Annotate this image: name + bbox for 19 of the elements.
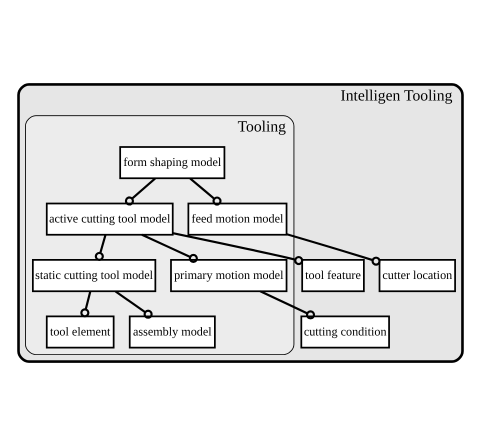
connector xyxy=(94,234,107,261)
connector xyxy=(80,291,92,318)
connector xyxy=(260,290,316,320)
node-box: active cutting tool model xyxy=(46,202,174,236)
node-box: form shaping model xyxy=(119,146,226,180)
node-box: cutter location xyxy=(378,259,456,292)
connector xyxy=(124,178,156,206)
connector xyxy=(286,233,381,266)
node-box: feed motion model xyxy=(188,202,288,236)
node-box: tool element xyxy=(46,316,115,349)
connector xyxy=(189,178,222,206)
node-box: tool feature xyxy=(301,259,365,292)
connector xyxy=(172,232,304,266)
node-box: primary motion model xyxy=(170,259,288,292)
connector xyxy=(114,290,153,319)
node-box: static cutting tool model xyxy=(32,259,156,292)
node-box: cutting condition xyxy=(300,316,390,349)
node-box: assembly model xyxy=(128,316,216,349)
connector xyxy=(142,234,198,263)
